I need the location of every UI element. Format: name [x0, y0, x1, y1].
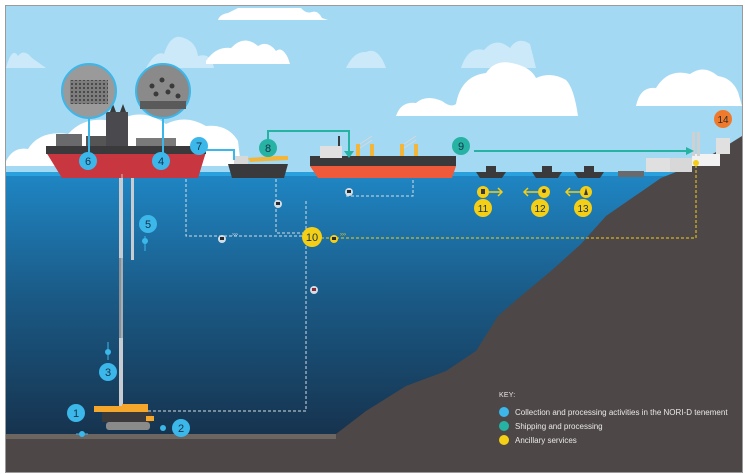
marker-8-label: 8 — [265, 143, 271, 155]
support-vessels — [476, 166, 604, 178]
marker-4-label: 4 — [158, 156, 164, 168]
legend-swatch-collection — [499, 407, 509, 417]
seabed-floor — [6, 434, 336, 439]
marker-8[interactable]: 8 — [259, 139, 277, 157]
marker-3[interactable]: 3 — [99, 363, 117, 381]
cloud-top — [218, 8, 328, 20]
flow-paths-ancillary — [321, 164, 697, 239]
marker-2-label: 2 — [178, 423, 184, 435]
marker-5[interactable]: 5 — [139, 215, 157, 233]
processing-plant — [618, 132, 730, 177]
cloud-center — [396, 62, 578, 116]
service-icons — [477, 186, 592, 198]
plant-connection-point — [693, 160, 699, 166]
legend-label-ancillary: Ancillary services — [515, 435, 577, 445]
diagram-frame: ››› ››› — [5, 5, 743, 473]
transfer-barge — [228, 156, 288, 178]
cloud-right — [636, 69, 742, 106]
marker-4[interactable]: 4 — [152, 152, 170, 170]
chevrons-1: ››› — [232, 232, 238, 238]
legend-swatch-ancillary — [499, 435, 509, 445]
cloud-left-background — [6, 36, 536, 68]
legend-item-collection: Collection and processing activities in … — [499, 405, 728, 419]
marker-14[interactable]: 14 — [714, 110, 732, 128]
marker-1-label: 1 — [73, 408, 79, 420]
magnifier-nodules — [135, 63, 191, 156]
marker-6-label: 6 — [85, 156, 91, 168]
marker-12[interactable]: 12 — [531, 199, 549, 217]
route-arrows — [344, 147, 694, 158]
riser-pipe — [119, 174, 134, 406]
marker-1[interactable]: 1 — [67, 404, 85, 422]
legend-label-shipping: Shipping and processing — [515, 421, 603, 431]
marker-2[interactable]: 2 — [172, 419, 190, 437]
flow-paths-collection — [141, 174, 414, 412]
seafloor-collector — [94, 174, 154, 430]
sensor-glyphs — [76, 236, 166, 437]
marker-11-label: 11 — [478, 204, 489, 215]
marker-13[interactable]: 13 — [574, 199, 592, 217]
legend-swatch-shipping — [499, 421, 509, 431]
legend-title: KEY: — [499, 392, 516, 399]
diagram-canvas: ››› ››› — [6, 6, 742, 472]
marker-7-label: 7 — [196, 141, 202, 153]
legend-item-shipping: Shipping and processing — [499, 419, 728, 433]
legend: KEY: Collection and processing activitie… — [499, 392, 728, 447]
marker-10-label: 10 — [306, 232, 318, 244]
marker-6[interactable]: 6 — [79, 152, 97, 170]
legend-label-collection: Collection and processing activities in … — [515, 407, 728, 417]
marker-7[interactable]: 7 — [190, 137, 208, 155]
flow-markers: ››› ››› — [218, 188, 353, 294]
magnifier-filter — [61, 63, 117, 156]
chevrons-2: ››› — [340, 232, 346, 238]
marker-12-label: 12 — [534, 204, 546, 215]
marker-10[interactable]: 10 — [302, 227, 322, 247]
marker-9-label: 9 — [458, 141, 464, 153]
marker-13-label: 13 — [577, 204, 589, 215]
marker-14-label: 14 — [717, 115, 729, 126]
legend-item-ancillary: Ancillary services — [499, 433, 728, 447]
marker-11[interactable]: 11 — [474, 199, 492, 217]
bulk-carrier — [310, 135, 456, 178]
seabed-slope — [6, 136, 742, 472]
marker-5-label: 5 — [145, 219, 151, 231]
service-arrows — [488, 187, 580, 197]
marker-3-label: 3 — [105, 367, 111, 379]
marker-9[interactable]: 9 — [452, 137, 470, 155]
